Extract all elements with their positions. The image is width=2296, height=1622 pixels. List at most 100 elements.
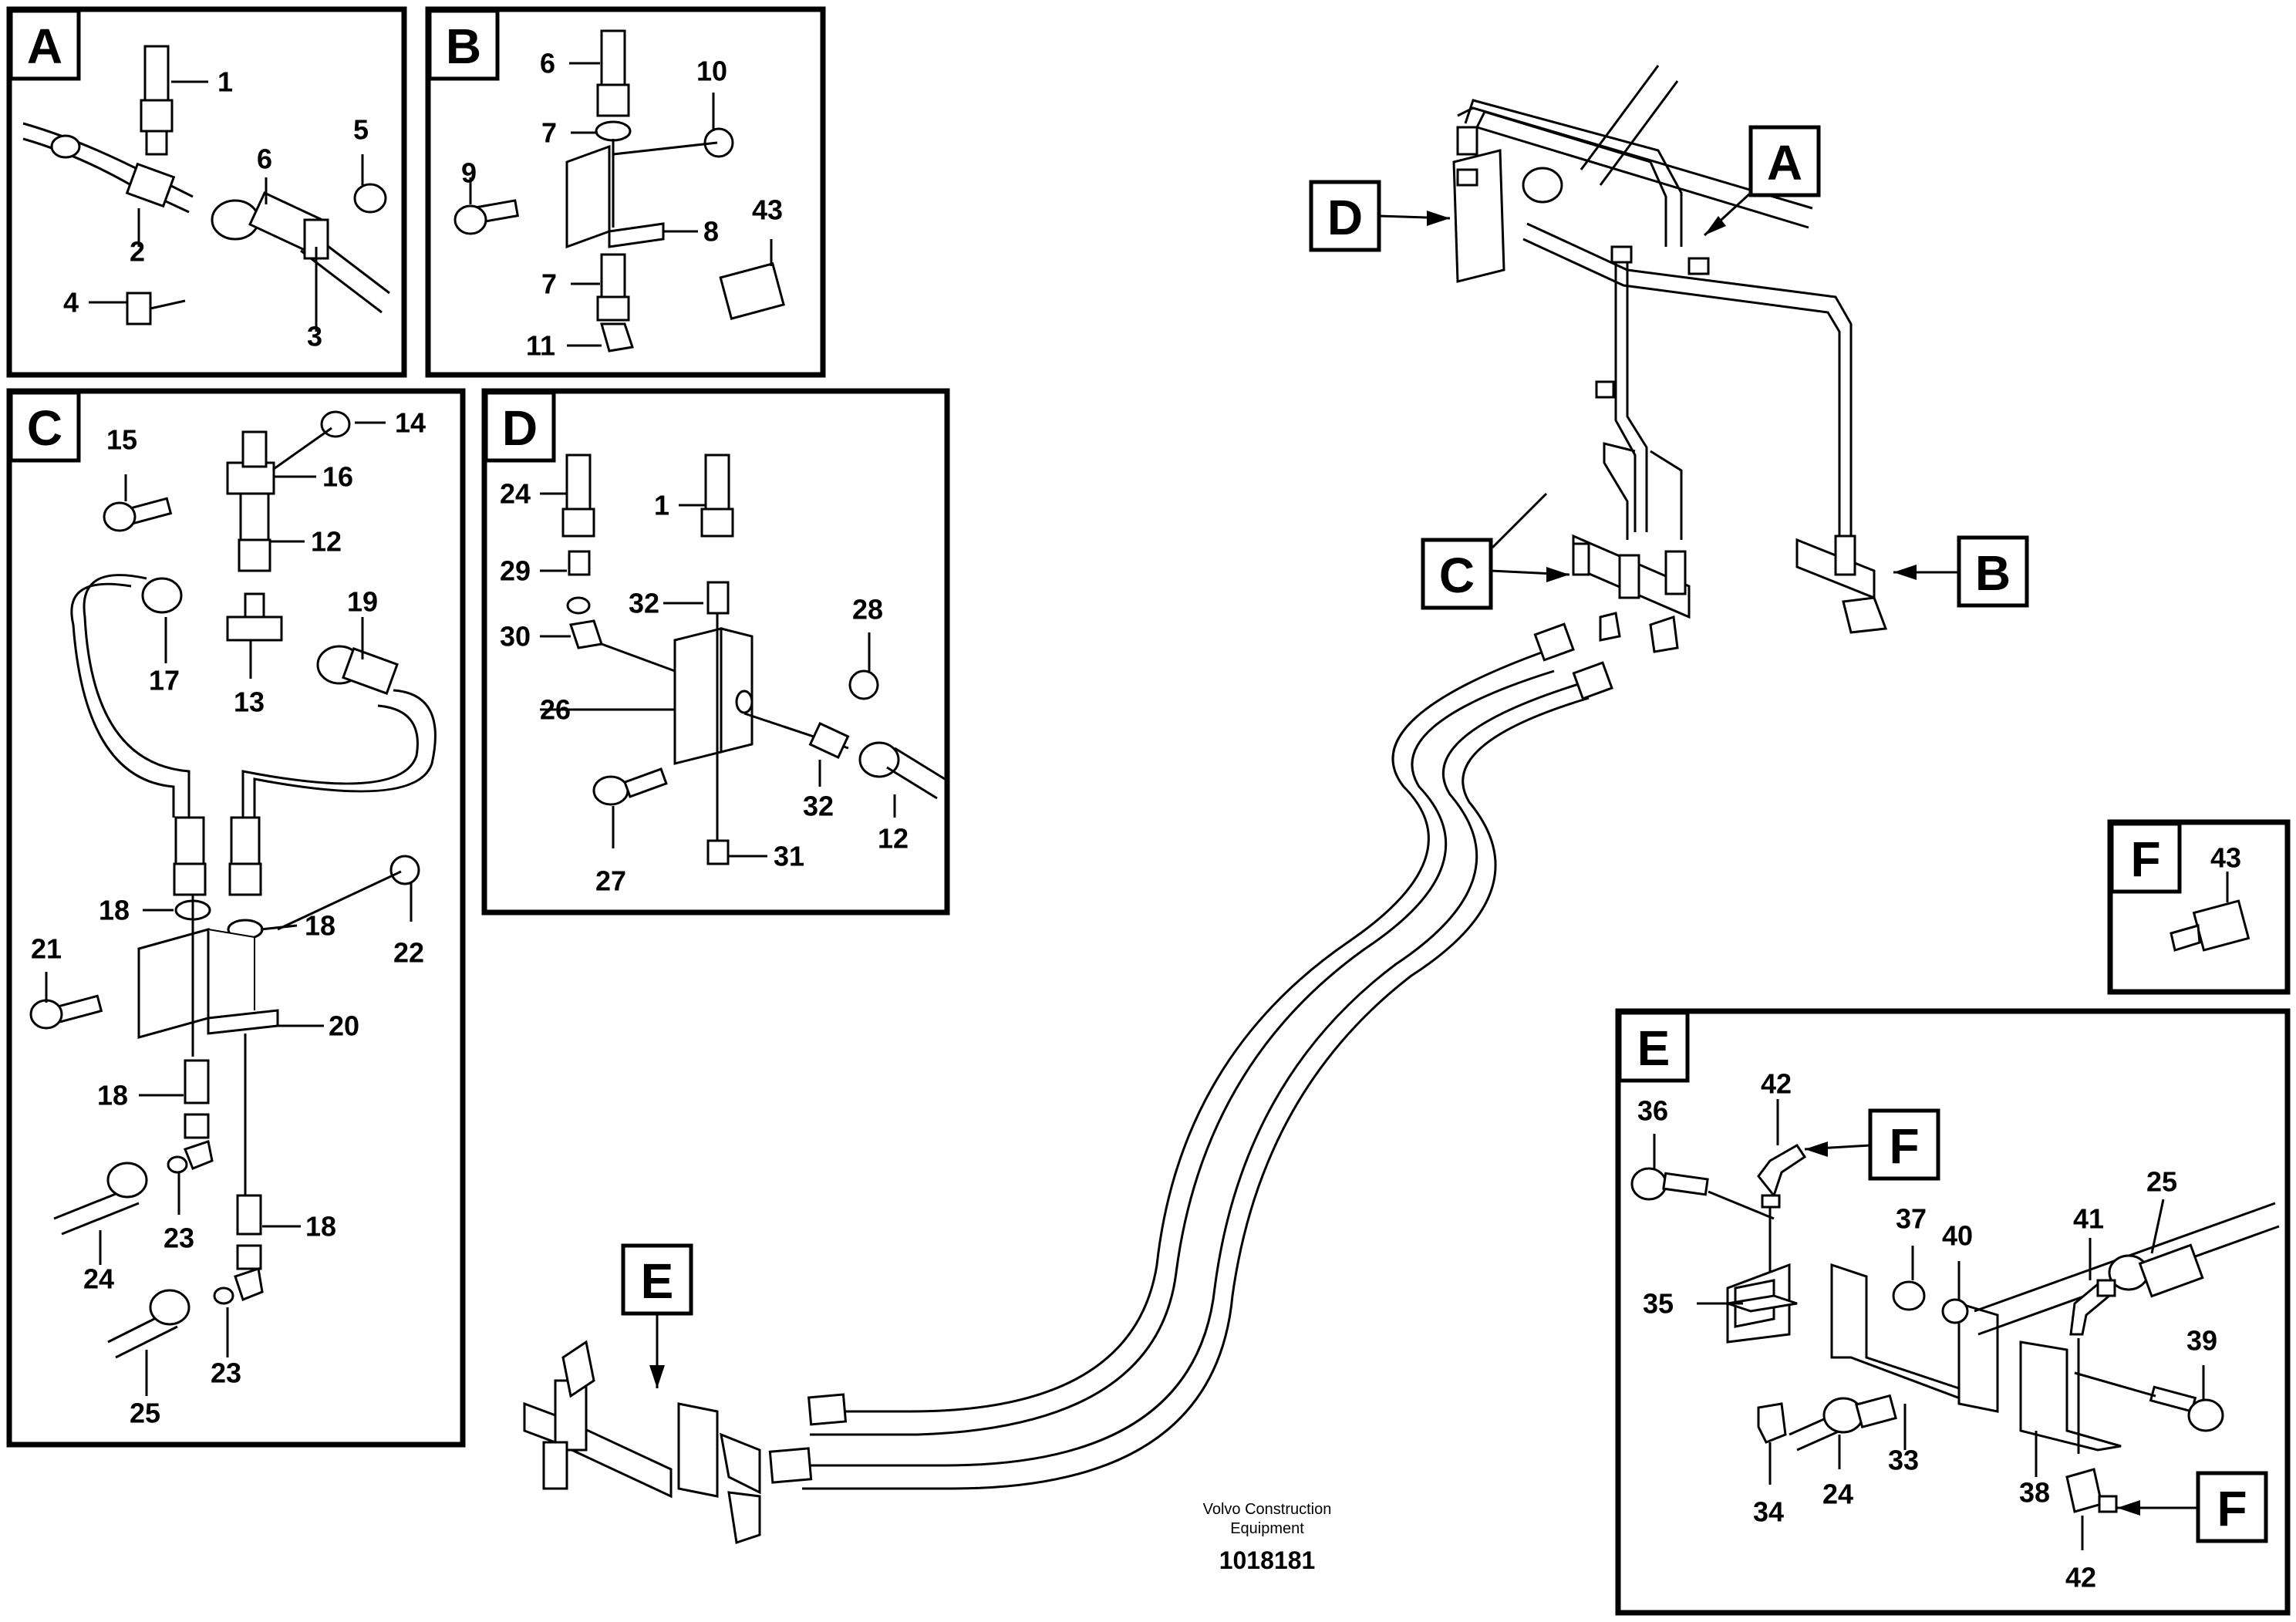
panel-e-label: 34 <box>1753 1496 1784 1528</box>
panel-b-label: 43 <box>752 194 783 226</box>
callout-c-box <box>1421 538 1493 610</box>
callout-e-box <box>621 1243 693 1316</box>
callout-a-box <box>1748 125 1821 197</box>
panel-c-label: 22 <box>393 937 424 969</box>
panel-d-tag: D <box>502 400 538 456</box>
panel-f: F 43 <box>2107 819 2291 995</box>
panel-b-tag-box <box>427 8 500 81</box>
panel-c-label: 15 <box>106 424 137 456</box>
panel-d-label: 31 <box>774 841 804 872</box>
panel-a-label: 2 <box>130 236 145 268</box>
panel-e-drawing <box>1630 1144 2280 1513</box>
panel-a-label: 1 <box>217 66 233 98</box>
panel-c-label: 12 <box>311 526 342 558</box>
panel-d-label: 12 <box>878 823 909 855</box>
panel-a-label: 3 <box>307 321 322 352</box>
panel-e-label: 38 <box>2019 1477 2050 1509</box>
panel-c-frame <box>6 388 466 1448</box>
panel-c-tag-box <box>8 390 81 463</box>
panel-e-label: 35 <box>1643 1288 1674 1320</box>
panel-f-label: 43 <box>2210 842 2241 874</box>
callout-d-box <box>1309 180 1381 252</box>
overview-assembly <box>523 65 1888 1544</box>
panel-d-label: 1 <box>654 490 669 521</box>
panel-b-label: 10 <box>696 56 727 87</box>
footer-company-line1: Volvo Construction <box>1203 1501 1332 1518</box>
panel-c-drawing <box>29 410 437 1359</box>
panel-c-label: 16 <box>322 461 353 493</box>
panel-c-label: 23 <box>211 1357 241 1389</box>
panel-e-callout-f-top: F <box>1804 1108 1940 1181</box>
panel-d-label: 30 <box>500 621 531 653</box>
panel-d-drawing <box>561 454 946 865</box>
panel-d-tag-box <box>484 390 556 463</box>
panel-b-drawing <box>453 29 785 352</box>
panel-a-label: 5 <box>353 114 369 146</box>
panel-e-label: 42 <box>2065 1562 2096 1593</box>
panel-c-tag: C <box>27 400 62 456</box>
panel-f-drawing <box>2170 899 2250 952</box>
panel-c-label: 18 <box>305 910 335 942</box>
footer-drawing-number: 1018181 <box>1219 1546 1316 1574</box>
panel-c-label: 21 <box>31 933 62 965</box>
panel-e-label: 25 <box>2146 1166 2177 1198</box>
panel-a-tag: A <box>27 19 62 74</box>
panel-b-tag: B <box>446 19 481 74</box>
panel-e-label: 40 <box>1942 1220 1973 1252</box>
panel-c-label: 18 <box>305 1211 336 1243</box>
panel-c-label: 17 <box>149 665 180 696</box>
panel-e-tag: E <box>1637 1020 1671 1076</box>
panel-b: B 6 7 7 8 9 10 11 43 <box>425 6 826 378</box>
panel-d-label: 28 <box>852 594 883 626</box>
panel-e-callout-f-bottom: F <box>2117 1471 2268 1543</box>
panel-d-label: 27 <box>595 865 626 897</box>
panel-b-label: 7 <box>541 268 557 300</box>
panel-d-label: 26 <box>540 694 571 726</box>
panel-b-label: 11 <box>526 330 555 362</box>
panel-e-label: 39 <box>2186 1325 2217 1357</box>
callout-e-letter: E <box>641 1253 674 1309</box>
panel-c: C <box>6 388 466 1448</box>
footer: Volvo Construction Equipment 1018181 <box>1203 1501 1332 1574</box>
callout-a-letter: A <box>1767 135 1802 191</box>
overview-callout-b: B <box>1893 535 2029 608</box>
panel-e-label: 37 <box>1896 1203 1927 1235</box>
panel-e: E <box>1615 1008 2291 1616</box>
panel-e-callout-f-top-letter: F <box>1889 1118 1919 1174</box>
panel-e-label: 24 <box>1822 1479 1853 1510</box>
overview-callout-d: D <box>1309 180 1451 252</box>
panel-d-label: 24 <box>500 478 531 510</box>
panel-e-tag-box <box>1617 1010 1690 1083</box>
overview-callout-c: C <box>1421 492 1570 610</box>
panel-e-callout-f-top-box <box>1868 1108 1940 1181</box>
panel-d: D <box>481 388 950 916</box>
panel-f-tag: F <box>2130 831 2160 887</box>
panel-b-label: 8 <box>703 216 719 248</box>
panel-d-label: 29 <box>500 555 531 587</box>
overview-callout-e: E <box>621 1243 693 1388</box>
panel-c-label: 13 <box>234 686 265 718</box>
panel-b-label: 7 <box>541 117 557 149</box>
panel-a-tag-box <box>8 8 81 81</box>
panel-c-label: 24 <box>83 1263 114 1295</box>
panel-e-label: 42 <box>1761 1068 1792 1100</box>
panel-c-label: 23 <box>164 1222 194 1254</box>
panel-c-label: 20 <box>329 1010 359 1042</box>
panel-a-label: 4 <box>63 287 79 319</box>
panel-c-label: 18 <box>97 1080 128 1111</box>
callout-c-letter: C <box>1439 548 1475 603</box>
panel-b-label: 6 <box>540 48 555 79</box>
panel-c-label: 19 <box>347 586 378 618</box>
panel-d-label: 32 <box>803 791 834 822</box>
panel-f-tag-box <box>2109 821 2182 894</box>
footer-company-line2: Equipment <box>1230 1520 1304 1537</box>
panel-e-label: 41 <box>2073 1203 2104 1235</box>
callout-b-letter: B <box>1975 545 2011 601</box>
callout-d-letter: D <box>1327 190 1363 245</box>
panel-c-label: 18 <box>99 895 130 926</box>
panel-f-frame <box>2107 819 2291 995</box>
panel-a: A 1 2 3 4 5 6 <box>6 6 407 378</box>
panel-b-label: 9 <box>461 157 477 189</box>
panel-e-callout-f-bottom-letter: F <box>2217 1481 2247 1536</box>
